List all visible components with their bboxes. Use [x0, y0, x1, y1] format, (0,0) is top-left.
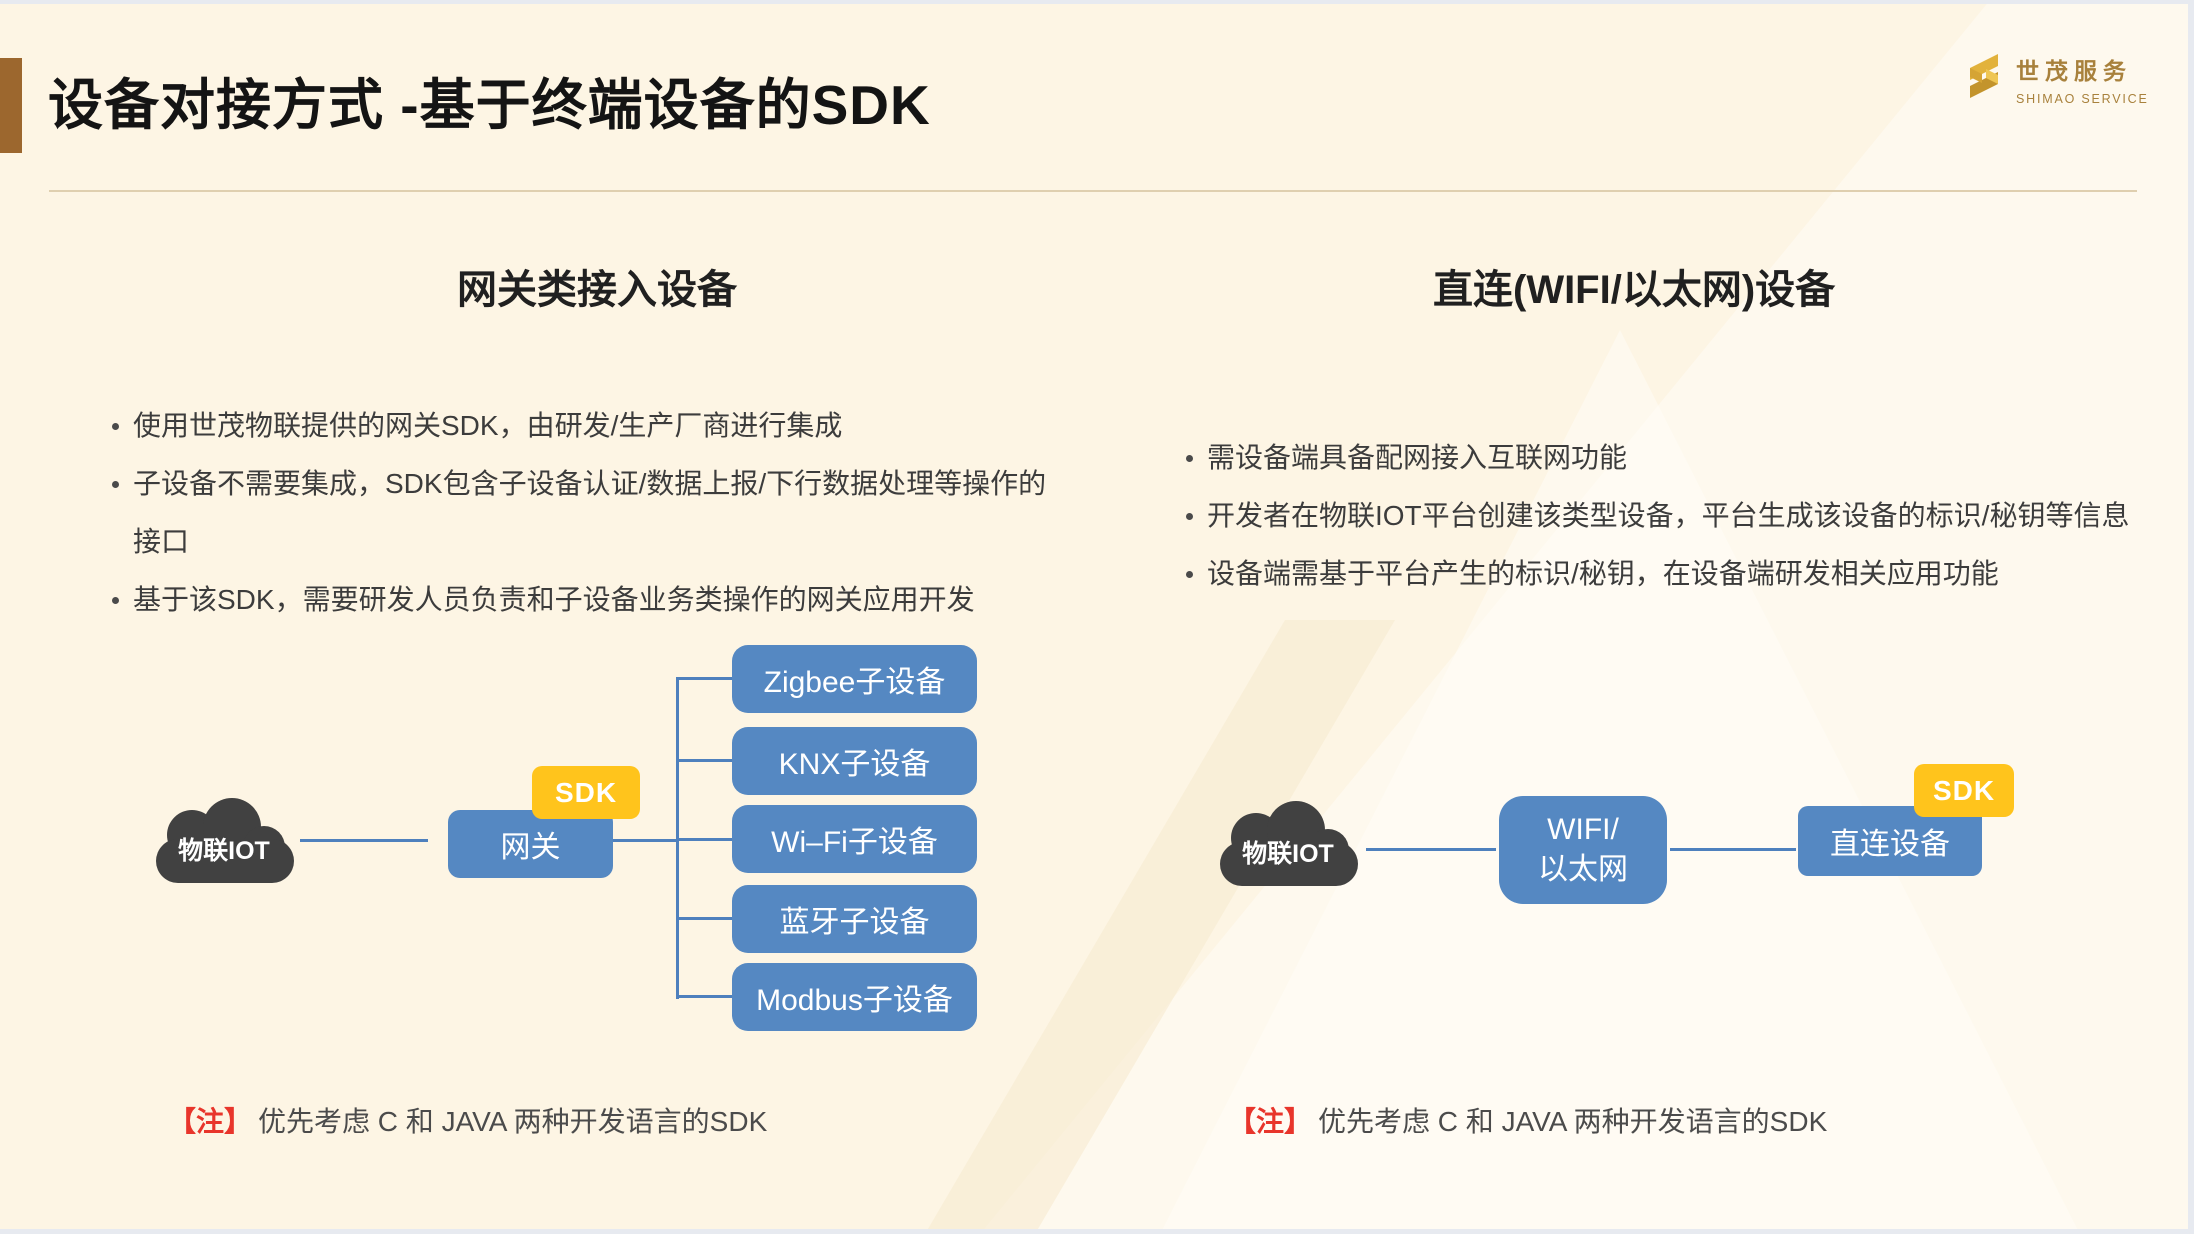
note-text: 优先考虑 C 和 JAVA 两种开发语言的SDK	[1318, 1106, 1828, 1137]
connector-line	[300, 839, 428, 842]
wifi-ethernet-node: WIFI/ 以太网	[1499, 796, 1667, 904]
cloud-icon	[156, 798, 294, 883]
note-tag: 【注】	[1228, 1106, 1313, 1137]
connector-branch	[676, 759, 732, 762]
child-device-label: 蓝牙子设备	[779, 906, 930, 939]
left-section-heading: 网关类接入设备	[457, 268, 737, 312]
logo-cn-label: 世茂服务	[2016, 58, 2132, 84]
list-item: 基于该SDK，需要研发人员负责和子设备业务类操作的网关应用开发	[112, 571, 1072, 629]
note-tag: 【注】	[168, 1106, 253, 1137]
left-bullet-list: 使用世茂物联提供的网关SDK，由研发/生产厂商进行集成 子设备不需要集成，SDK…	[112, 397, 1072, 629]
wifi-label-line2: 以太网	[1538, 853, 1628, 886]
direct-device-label: 直连设备	[1830, 828, 1950, 861]
iot-cloud-left: 物联IOT	[150, 795, 298, 887]
iot-cloud-right: 物联IOT	[1214, 798, 1362, 890]
connector-line	[1366, 848, 1496, 851]
list-item: 开发者在物联IOT平台创建该类型设备，平台生成该设备的标识/秘钥等信息	[1186, 487, 2146, 545]
child-device-node-bluetooth: 蓝牙子设备	[732, 885, 977, 953]
bullet-text: 需设备端具备配网接入互联网功能	[1207, 442, 1628, 473]
shimao-logo-icon	[1962, 52, 2006, 105]
bullet-dot	[1186, 513, 1193, 520]
right-section-heading: 直连(WIFI/以太网)设备	[1433, 268, 1836, 312]
bullet-dot	[112, 423, 119, 430]
child-device-node-wifi: Wi–Fi子设备	[732, 805, 977, 873]
connector-branch	[676, 677, 732, 680]
connector-branch	[676, 917, 732, 920]
shimao-logo: 世茂服务 SHIMAO SERVICE	[1962, 52, 2149, 106]
bullet-dot	[112, 597, 119, 604]
cloud-label: 物联IOT	[1242, 840, 1334, 868]
left-note: 【注】优先考虑 C 和 JAVA 两种开发语言的SDK	[168, 1100, 767, 1140]
sdk-tag-right: SDK	[1914, 764, 2014, 817]
child-device-node-zigbee: Zigbee子设备	[732, 645, 977, 713]
right-bullet-list: 需设备端具备配网接入互联网功能 开发者在物联IOT平台创建该类型设备，平台生成该…	[1186, 429, 2146, 603]
bullet-text: 使用世茂物联提供的网关SDK，由研发/生产厂商进行集成	[133, 410, 843, 441]
page-title: 设备对接方式 -基于终端设备的SDK	[48, 74, 931, 136]
title-divider	[49, 190, 2137, 192]
list-item: 子设备不需要集成，SDK包含子设备认证/数据上报/下行数据处理等操作的接口	[112, 455, 1072, 571]
title-accent-bar	[0, 58, 22, 153]
connector-line	[613, 839, 676, 842]
cloud-icon	[1220, 801, 1358, 886]
bullet-dot	[112, 481, 119, 488]
note-text: 优先考虑 C 和 JAVA 两种开发语言的SDK	[258, 1106, 768, 1137]
connector-line	[1670, 848, 1796, 851]
child-device-node-modbus: Modbus子设备	[732, 963, 977, 1031]
sdk-tag-left: SDK	[532, 766, 640, 819]
right-note: 【注】优先考虑 C 和 JAVA 两种开发语言的SDK	[1228, 1100, 1827, 1140]
bullet-text: 基于该SDK，需要研发人员负责和子设备业务类操作的网关应用开发	[133, 584, 975, 615]
child-device-label: Modbus子设备	[756, 984, 953, 1017]
cloud-label: 物联IOT	[178, 837, 270, 865]
gateway-label: 网关	[500, 831, 561, 864]
sdk-tag-label: SDK	[554, 776, 618, 808]
list-item: 设备端需基于平台产生的标识/秘钥，在设备端研发相关应用功能	[1186, 545, 2146, 603]
connector-branch	[676, 838, 732, 841]
window-edge-right	[2188, 0, 2194, 1234]
child-device-label: Zigbee子设备	[763, 666, 946, 699]
sdk-tag-label: SDK	[1932, 774, 1996, 806]
child-device-label: Wi–Fi子设备	[771, 826, 938, 859]
shimao-logo-text: 世茂服务 SHIMAO SERVICE	[2016, 52, 2149, 106]
wifi-label-line1: WIFI/	[1547, 813, 1619, 846]
bullet-text: 子设备不需要集成，SDK包含子设备认证/数据上报/下行数据处理等操作的接口	[133, 468, 1047, 557]
logo-en-label: SHIMAO SERVICE	[2016, 92, 2149, 106]
gateway-node: 网关	[448, 810, 613, 878]
bullet-dot	[1186, 571, 1193, 578]
bullet-text: 开发者在物联IOT平台创建该类型设备，平台生成该设备的标识/秘钥等信息	[1207, 500, 2130, 531]
window-edge-bottom	[0, 1229, 2194, 1234]
bullet-text: 设备端需基于平台产生的标识/秘钥，在设备端研发相关应用功能	[1207, 558, 1999, 589]
child-device-node-knx: KNX子设备	[732, 727, 977, 795]
window-edge-top	[0, 0, 2194, 4]
list-item: 使用世茂物联提供的网关SDK，由研发/生产厂商进行集成	[112, 397, 1072, 455]
bullet-dot	[1186, 455, 1193, 462]
child-device-label: KNX子设备	[778, 748, 931, 781]
connector-branch	[676, 995, 732, 998]
list-item: 需设备端具备配网接入互联网功能	[1186, 429, 2146, 487]
